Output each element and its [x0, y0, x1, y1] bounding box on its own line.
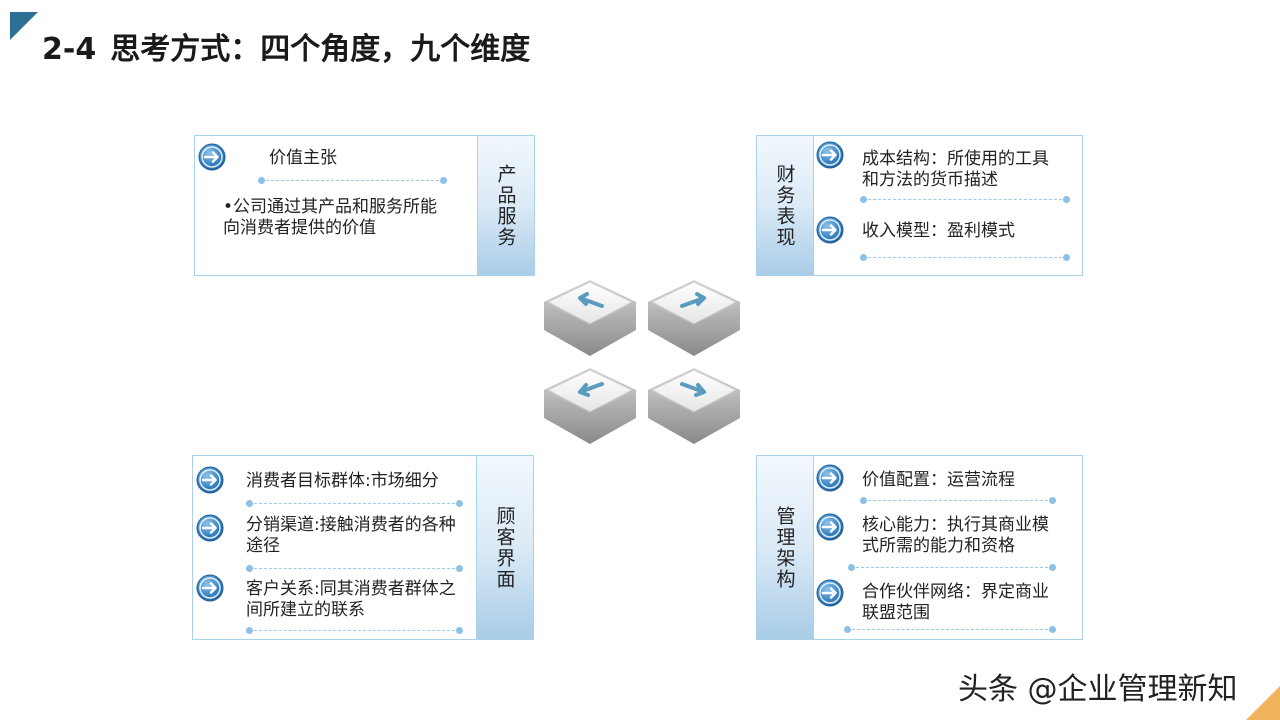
divider-line [860, 196, 1070, 203]
product-service-label-strip: 产品服务 [477, 136, 534, 275]
divider-line [848, 564, 1056, 571]
circle-arrow-right-icon [196, 466, 224, 494]
circle-arrow-right-icon [198, 143, 226, 171]
divider-line [844, 626, 1056, 633]
circle-arrow-right-icon [816, 141, 844, 169]
revenue-model-text: 收入模型：盈利模式 [862, 221, 1015, 241]
management-architecture-label-strip: 管理架构 [757, 456, 814, 639]
finance-label: 财务表现 [773, 163, 796, 248]
divider-line [860, 497, 1056, 504]
title-text: 思考方式：四个角度，九个维度 [110, 32, 531, 67]
product-service-box: 产品服务 价值主张 •公司通过其产品和服务所能向消费者提供的价值 [194, 135, 535, 276]
circle-arrow-right-icon [816, 579, 844, 607]
finance-box: 财务表现 成本结构：所使用的工具和方法的货币描述 收入模型：盈利模式 [756, 135, 1083, 276]
corner-decoration-bottom-right [1246, 686, 1280, 720]
arrow-key-down-right-icon [644, 360, 744, 446]
divider-line [246, 627, 463, 634]
arrow-key-up-left-icon [540, 272, 640, 358]
corner-decoration-top-left [10, 12, 38, 40]
management-architecture-label: 管理架构 [773, 505, 796, 590]
product-service-label: 产品服务 [494, 163, 517, 248]
value-configuration-text: 价值配置：运营流程 [862, 470, 1015, 490]
circle-arrow-right-icon [816, 513, 844, 541]
title-code: 2-4 [42, 32, 97, 67]
circle-arrow-right-icon [196, 574, 224, 602]
keyboard-arrow-keys-icon [540, 272, 746, 448]
divider-line [860, 254, 1070, 261]
customer-interface-box: 顾客界面 消费者目标群体:市场细分 分销渠道:接触消费者的各种途径 客户关系:同… [192, 455, 534, 640]
management-architecture-box: 管理架构 价值配置：运营流程 核心能力：执行其商业模式所需的能力和资格 合作伙伴… [756, 455, 1083, 640]
circle-arrow-right-icon [196, 514, 224, 542]
arrow-key-up-right-icon [644, 272, 744, 358]
finance-label-strip: 财务表现 [757, 136, 814, 275]
value-proposition-text: •公司通过其产品和服务所能向消费者提供的价值 [223, 197, 438, 238]
watermark-text: 头条 @企业管理新知 [958, 672, 1238, 707]
cost-structure-text: 成本结构：所使用的工具和方法的货币描述 [862, 149, 1049, 190]
customer-interface-label: 顾客界面 [493, 505, 516, 590]
core-capability-text: 核心能力：执行其商业模式所需的能力和资格 [862, 515, 1049, 556]
slide-title: 2-4 思考方式：四个角度，九个维度 [42, 24, 530, 68]
customer-relationship-text: 客户关系:同其消费者群体之间所建立的联系 [246, 579, 456, 620]
value-proposition-heading: 价值主张 [269, 148, 337, 168]
partner-network-text: 合作伙伴网络：界定商业联盟范围 [862, 582, 1049, 623]
divider-line [246, 565, 463, 572]
circle-arrow-right-icon [816, 216, 844, 244]
divider-line [246, 500, 463, 507]
circle-arrow-right-icon [816, 464, 844, 492]
customer-interface-label-strip: 顾客界面 [476, 456, 533, 639]
divider-line [258, 177, 447, 184]
target-segment-text: 消费者目标群体:市场细分 [246, 471, 439, 491]
arrow-key-down-left-icon [540, 360, 640, 446]
distribution-channel-text: 分销渠道:接触消费者的各种途径 [246, 515, 456, 556]
